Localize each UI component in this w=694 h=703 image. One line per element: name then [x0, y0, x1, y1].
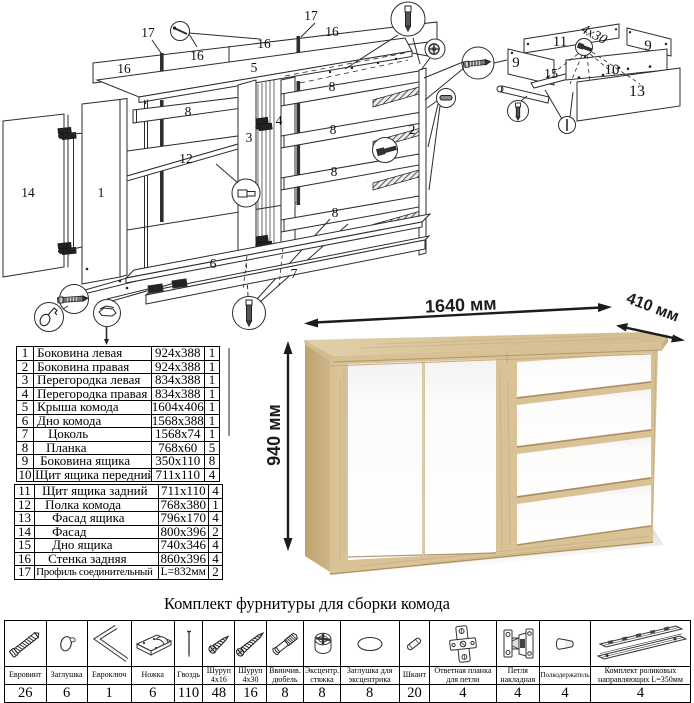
- svg-text:12: 12: [179, 151, 193, 166]
- svg-text:16: 16: [325, 24, 339, 39]
- svg-text:16: 16: [190, 48, 204, 63]
- svg-text:8: 8: [332, 205, 339, 220]
- svg-text:16: 16: [257, 36, 271, 51]
- svg-text:8: 8: [185, 104, 192, 119]
- svg-text:4: 4: [276, 113, 283, 128]
- svg-text:8: 8: [330, 122, 337, 137]
- svg-text:17: 17: [304, 8, 318, 23]
- svg-text:1: 1: [98, 185, 105, 200]
- svg-text:14: 14: [21, 185, 35, 200]
- svg-text:8: 8: [331, 164, 338, 179]
- svg-text:9: 9: [512, 55, 520, 71]
- svg-text:10: 10: [605, 62, 620, 78]
- svg-text:6: 6: [210, 256, 217, 271]
- svg-text:16: 16: [117, 61, 131, 76]
- svg-text:7: 7: [291, 266, 298, 281]
- svg-text:5: 5: [251, 60, 258, 75]
- svg-text:13: 13: [629, 83, 645, 100]
- svg-text:17: 17: [141, 25, 155, 40]
- svg-text:2: 2: [409, 122, 416, 137]
- svg-text:15: 15: [544, 67, 558, 82]
- svg-text:8: 8: [329, 79, 336, 94]
- svg-text:11: 11: [553, 34, 567, 50]
- svg-text:3: 3: [246, 130, 253, 145]
